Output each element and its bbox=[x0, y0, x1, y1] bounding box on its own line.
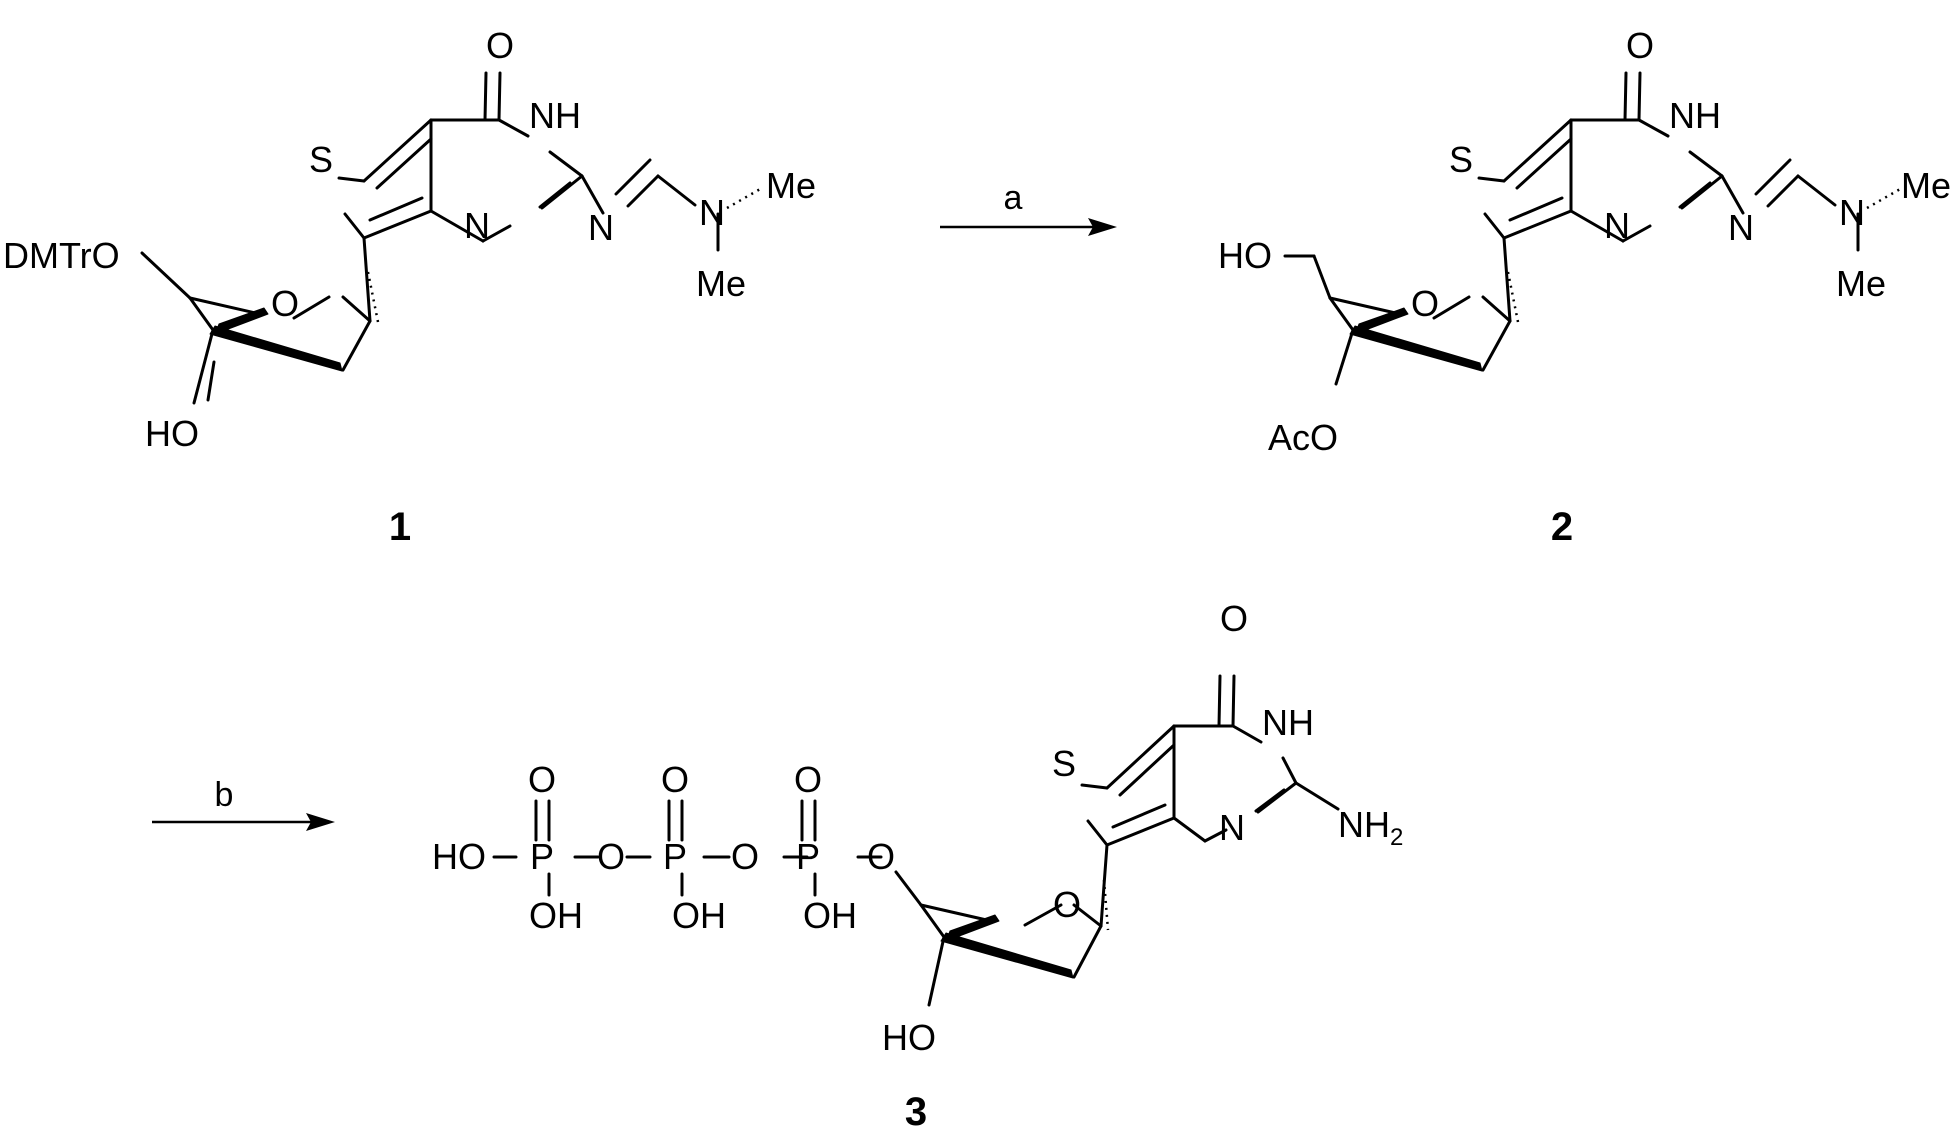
c3-phosphorus-3-label: P bbox=[796, 836, 820, 877]
c3-phosphoryl-oxygen-3-label: O bbox=[794, 759, 822, 800]
compound-1: O NH S N N N Me Me O DMTrO HO 1 bbox=[3, 25, 816, 549]
c2-acetoxy-label: AcO bbox=[1268, 417, 1338, 458]
c1-ring-nitrogen-label: N bbox=[464, 205, 490, 246]
c2-hydroxyl-label: HO bbox=[1218, 235, 1272, 276]
c2-methyl-bottom-label: Me bbox=[1836, 263, 1886, 304]
c2-amine-nitrogen-label: N bbox=[1839, 192, 1865, 233]
c2-nh-label: NH bbox=[1669, 95, 1721, 136]
c2-sulfur-label: S bbox=[1449, 139, 1473, 180]
c3-phosphate-oh-3-label: OH bbox=[803, 895, 857, 936]
c2-ring-nitrogen-label: N bbox=[1604, 205, 1630, 246]
c3-nh-label: NH bbox=[1262, 702, 1314, 743]
reagent-label-b: b bbox=[215, 776, 234, 814]
compound-3: O NH S N NH2 O HO HO P P P O O O O O O O… bbox=[432, 598, 1403, 1134]
c1-amine-nitrogen-label: N bbox=[699, 192, 725, 233]
compound-2: O NH S N N N Me Me O HO AcO 2 bbox=[1218, 25, 1951, 549]
c1-ring-oxygen-label: O bbox=[271, 283, 299, 324]
c3-amino-label: NH2 bbox=[1338, 804, 1403, 851]
c1-methyl-top-label: Me bbox=[766, 165, 816, 206]
c3-bridge-oxygen-1-label: O bbox=[597, 836, 625, 877]
c3-phosphorus-1-label: P bbox=[530, 836, 554, 877]
c1-hydroxyl-label: HO bbox=[145, 413, 199, 454]
reaction-arrow-b: b bbox=[152, 776, 335, 831]
c1-keto-oxygen-label: O bbox=[486, 25, 514, 66]
compound-number-2: 2 bbox=[1551, 505, 1573, 549]
c3-ring-nitrogen-label: N bbox=[1219, 807, 1245, 848]
c3-phosphorus-2-label: P bbox=[663, 836, 687, 877]
c3-phosphate-oh-2-label: OH bbox=[672, 895, 726, 936]
reagent-label-a: a bbox=[1004, 179, 1023, 217]
c1-sulfur-label: S bbox=[309, 139, 333, 180]
c3-keto-oxygen-label: O bbox=[1220, 598, 1248, 639]
c3-ester-oxygen-label: O bbox=[867, 836, 895, 877]
c3-hydroxyl-label: HO bbox=[882, 1017, 936, 1058]
c1-dmtro-label: DMTrO bbox=[3, 235, 120, 276]
compound-number-3: 3 bbox=[905, 1090, 927, 1134]
compound-number-1: 1 bbox=[389, 505, 411, 549]
c3-ring-oxygen-label: O bbox=[1053, 884, 1081, 925]
c3-amino-main: NH bbox=[1338, 804, 1390, 845]
c3-bridge-oxygen-2-label: O bbox=[731, 836, 759, 877]
c2-ring-oxygen-label: O bbox=[1411, 283, 1439, 324]
c3-phosphate-oh-1-label: OH bbox=[529, 895, 583, 936]
c2-methyl-top-label: Me bbox=[1901, 165, 1951, 206]
c1-methyl-bottom-label: Me bbox=[696, 263, 746, 304]
c3-amino-subscript: 2 bbox=[1390, 824, 1403, 851]
c1-imine-nitrogen-label: N bbox=[588, 207, 614, 248]
c3-phosphoryl-oxygen-1-label: O bbox=[528, 759, 556, 800]
c2-imine-nitrogen-label: N bbox=[1728, 207, 1754, 248]
reaction-arrow-a: a bbox=[940, 179, 1117, 236]
c3-phosphoryl-oxygen-2-label: O bbox=[661, 759, 689, 800]
c1-nh-label: NH bbox=[529, 95, 581, 136]
c2-keto-oxygen-label: O bbox=[1626, 25, 1654, 66]
c3-sulfur-label: S bbox=[1052, 743, 1076, 784]
c3-phosphate-ho-label: HO bbox=[432, 836, 486, 877]
